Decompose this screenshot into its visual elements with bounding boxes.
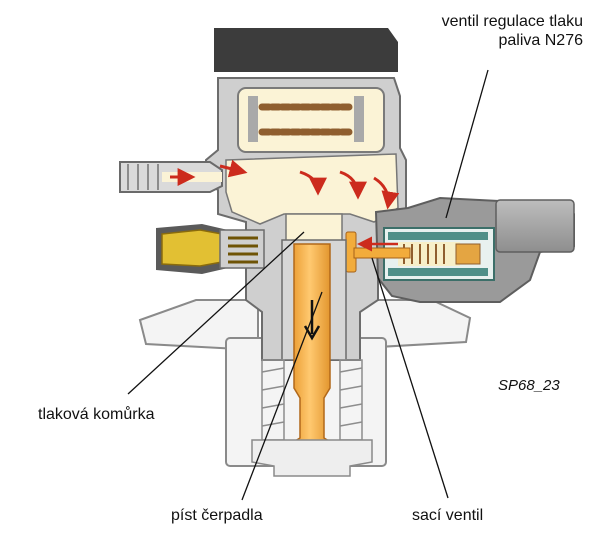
- leader-lines: [127, 69, 489, 501]
- figure-code: SP68_23: [498, 377, 560, 394]
- piston-seat: [251, 439, 373, 477]
- regulator-valve-label-line1: ventil regulace tlaku: [441, 13, 583, 30]
- pressure-chamber-cavity: [285, 213, 343, 243]
- outlet-fitting: [156, 224, 265, 274]
- regulator-valve-label-line2: paliva N276: [498, 32, 584, 49]
- inlet-ribs: [127, 164, 159, 190]
- damper-spring-caps: [248, 96, 364, 142]
- top-cap: [214, 28, 398, 72]
- piston-spring: [261, 359, 363, 441]
- pressure-chamber-label: tlaková komůrka: [38, 406, 155, 423]
- pump-piston-label: píst čerpadla: [171, 507, 263, 524]
- regulator-connector: [495, 199, 575, 253]
- intake-valve-label: sací ventil: [412, 507, 484, 524]
- damper-springs: [258, 103, 354, 136]
- regulator-valve-label: ventil regulace tlaku paliva N276: [442, 12, 583, 50]
- fuel-flow-arrows: [170, 159, 400, 210]
